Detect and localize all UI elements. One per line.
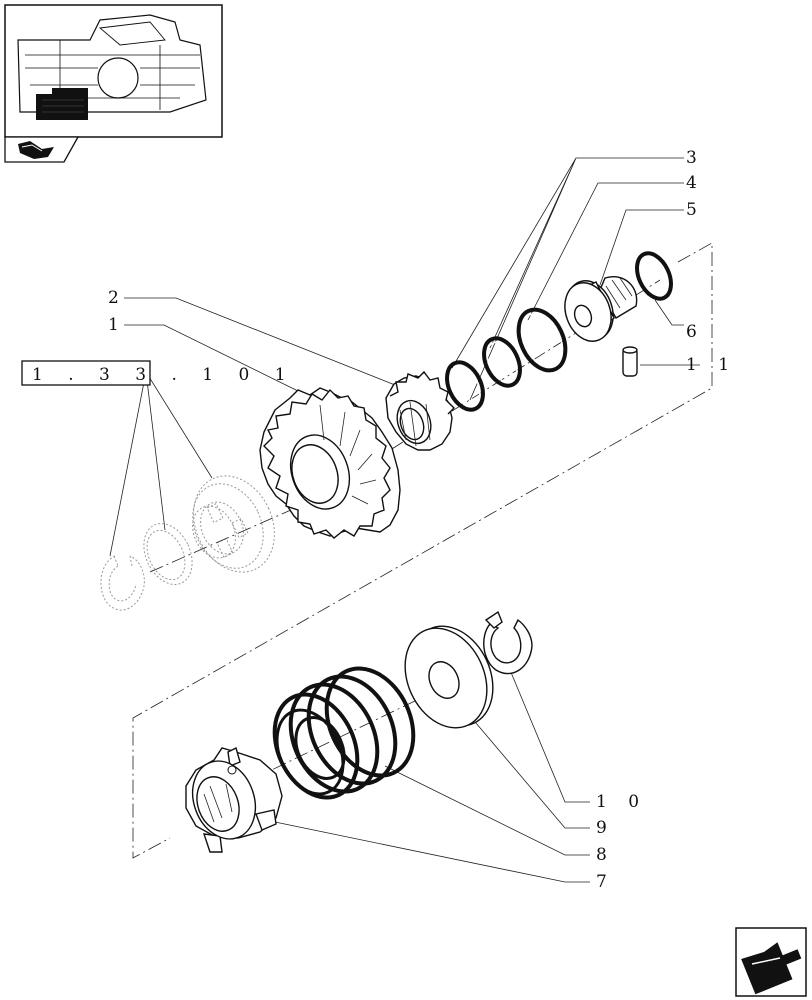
phantom-ring (143, 523, 193, 585)
callout-4: 4 (686, 173, 705, 193)
clutch-sleeve-part[interactable] (182, 746, 283, 853)
o-ring-part-3b[interactable] (477, 333, 527, 392)
circlip-part[interactable] (483, 610, 533, 675)
o-ring-part-3a[interactable] (440, 357, 490, 416)
callout-11: 1 1 (686, 355, 737, 375)
callout-labels: 3 4 5 2 1 6 1 1 1 0 9 8 7 (108, 148, 737, 892)
phantom-parts (100, 475, 275, 611)
callout-5: 5 (686, 200, 705, 220)
o-ring-part-6[interactable] (630, 248, 677, 304)
callout-6: 6 (686, 322, 705, 342)
next-page-arrow-icon[interactable] (735, 927, 807, 997)
callout-8: 8 (596, 845, 615, 865)
reference-label: 1 . 3 3 . 1 0 1 (32, 365, 296, 385)
spur-gear-part[interactable] (259, 387, 401, 539)
spring-part[interactable] (259, 654, 430, 811)
callout-1: 1 (108, 315, 127, 335)
locator-thumbnail[interactable] (4, 4, 223, 138)
transmission-locator-thumbnail-icon (17, 14, 207, 120)
callout-7: 7 (596, 872, 615, 892)
callout-9: 9 (596, 818, 615, 838)
pin-part[interactable] (622, 346, 638, 377)
callout-3: 3 (686, 148, 705, 168)
o-ring-part-4[interactable] (509, 302, 574, 378)
reference-box[interactable]: 1 . 3 3 . 1 0 1 (21, 360, 296, 386)
callout-2: 2 (108, 288, 127, 308)
centre-lines (149, 279, 661, 791)
catalogue-book-icon[interactable] (4, 136, 80, 163)
washer-part[interactable] (390, 613, 509, 741)
phantom-bearing (192, 475, 275, 573)
piston-part[interactable] (557, 274, 638, 347)
phantom-snap-ring (100, 555, 145, 611)
splined-gear-part[interactable] (385, 370, 455, 451)
leader-lines (109, 157, 700, 883)
callout-10: 1 0 (596, 792, 647, 812)
assembly-frame (132, 242, 713, 859)
